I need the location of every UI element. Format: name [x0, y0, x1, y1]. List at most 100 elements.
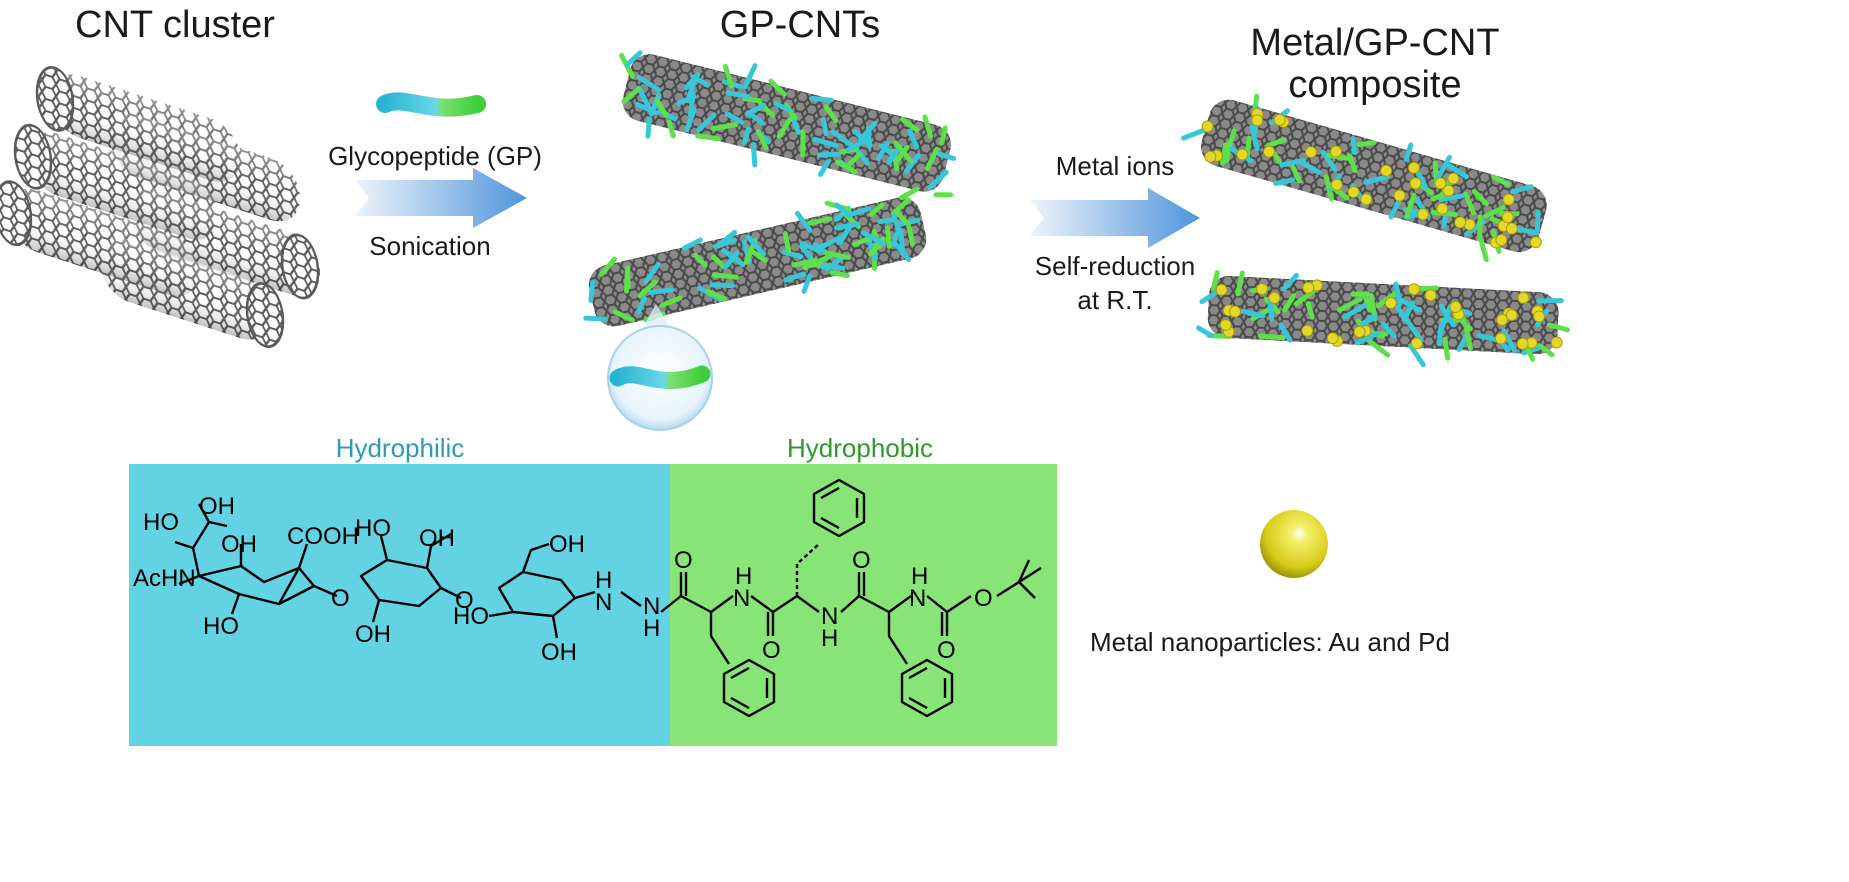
glycopeptide-icon [376, 92, 486, 117]
glycopeptide-strand [745, 234, 767, 257]
glycopeptide-strand [742, 96, 762, 104]
atom-h: H [821, 625, 838, 652]
glycopeptide-strand [634, 101, 660, 116]
glycopeptide-strand [654, 98, 669, 119]
step1-reagent-label: Glycopeptide (GP) [328, 141, 542, 171]
atom-achn: AcHN [133, 565, 196, 592]
glycopeptide-strand [824, 250, 852, 260]
glycopeptide-strand [1388, 197, 1402, 220]
glycopeptide-strand [690, 74, 710, 88]
atom-oh: OH [355, 621, 391, 648]
glycopeptide-strand [1477, 214, 1483, 242]
glycopeptide-strand [1415, 285, 1439, 292]
glycopeptide-strand [846, 152, 862, 168]
glycopeptide-strand [710, 122, 739, 132]
composite-title-line1: Metal/GP-CNT [1250, 22, 1500, 64]
composite-tube [1196, 270, 1571, 368]
cnt-tube [100, 238, 285, 348]
cnt-cluster-illustration [0, 66, 320, 348]
metal-nanoparticle [1384, 297, 1397, 310]
glycopeptide-strand [1361, 291, 1373, 313]
atom-oh: OH [541, 639, 577, 666]
glycopeptide-strand [645, 116, 652, 139]
hydrophilic-label: Hydrophilic [335, 433, 465, 463]
atom-ho: HO [453, 603, 489, 630]
atom-ho: HO [203, 613, 239, 640]
glycopeptide-strand [636, 295, 648, 315]
glycopeptide-strand [922, 114, 934, 139]
metal-nanoparticle [1268, 291, 1281, 304]
glycopeptide-strand [1354, 330, 1380, 346]
glycopeptide-strand [791, 257, 818, 268]
atom-o: O [852, 547, 871, 574]
metal-nanoparticle [1550, 336, 1563, 349]
glycopeptide-strand [1323, 174, 1334, 202]
glycopeptide-strand [782, 230, 792, 254]
glycopeptide-strand [750, 142, 758, 168]
glycopeptide-strand [1356, 140, 1377, 148]
glycopeptide-strand [1290, 164, 1303, 184]
metal-nanoparticle [1301, 324, 1314, 337]
glycopeptide-strand [890, 197, 911, 217]
metal-nanoparticle [1505, 309, 1518, 322]
metal-nanoparticle [1410, 337, 1423, 350]
glycopeptide-strand [1240, 308, 1266, 319]
glycopeptide-strand [907, 128, 920, 150]
glycopeptide-strand [705, 288, 727, 302]
glycopeptide-strand [696, 112, 717, 133]
atom-h: H [643, 615, 660, 642]
metal-nanoparticle [1251, 114, 1264, 127]
glycopeptide-strand [819, 264, 846, 271]
atom-o: O [455, 587, 474, 614]
glycopeptide-strand [924, 146, 940, 172]
glycopeptide-strand [1436, 324, 1444, 347]
hydrophobic-label: Hydrophobic [787, 433, 933, 463]
glycopeptide-strand [884, 225, 892, 249]
glycopeptide-strand [807, 216, 833, 226]
glycopeptide-strand [852, 129, 873, 148]
glycopeptide-strand [846, 138, 868, 153]
glycopeptide-strand [1278, 322, 1293, 343]
glycopeptide-strand [711, 272, 739, 280]
metal-nanoparticle [1424, 289, 1437, 302]
glycopeptide-strand [1380, 321, 1397, 339]
glycopeptide-strand [742, 63, 758, 90]
atom-n: N [595, 589, 612, 616]
atom-n: N [909, 585, 926, 612]
atom-o: O [937, 637, 956, 664]
glycopeptide-strand [1224, 139, 1233, 164]
glycopeptide-strand [1282, 293, 1297, 313]
metal-nanoparticle [1407, 283, 1420, 296]
glycopeptide-strand [892, 240, 912, 262]
cnt-tube [110, 113, 300, 222]
glycopeptide-strand [899, 186, 920, 201]
glycopeptide-structure: HO OH OH COOH AcHN HO O HO OH OH O OH HO… [133, 478, 1042, 718]
glycopeptide-strand [688, 91, 696, 118]
glycopeptide-strand [666, 119, 676, 139]
metal-nanoparticle [1353, 325, 1366, 338]
glycopeptide-strand [692, 252, 708, 268]
glycopeptide-strand [891, 213, 904, 238]
glycopeptide-strand [830, 129, 855, 148]
metal-nanoparticle [1442, 184, 1455, 197]
metal-nanoparticle [1219, 318, 1232, 331]
glycopeptide-strand [877, 217, 897, 225]
glycopeptide-strand [1235, 270, 1245, 297]
glycopeptide-strand [1534, 209, 1541, 233]
glycopeptide-strand [794, 210, 813, 233]
glycopeptide-strand [623, 265, 630, 294]
glycopeptide-strand [936, 151, 957, 161]
glycopeptide-strand [1415, 169, 1429, 191]
glycopeptide-strand [695, 133, 721, 142]
glycopeptide-strand [892, 208, 912, 227]
glycopeptide-strand [823, 104, 839, 124]
glycopeptide-strand [1347, 153, 1358, 173]
metal-nanoparticle [1517, 291, 1530, 304]
metal-nanoparticle [1273, 113, 1286, 126]
glycopeptide-strand [1408, 343, 1426, 368]
glycopeptide-strand [894, 144, 910, 164]
glycopeptide-strand [1181, 127, 1208, 141]
glycopeptide-strand [820, 116, 829, 137]
glycopeptide-strand [1219, 142, 1229, 166]
gp-cnts-title: GP-CNTs [719, 4, 881, 46]
